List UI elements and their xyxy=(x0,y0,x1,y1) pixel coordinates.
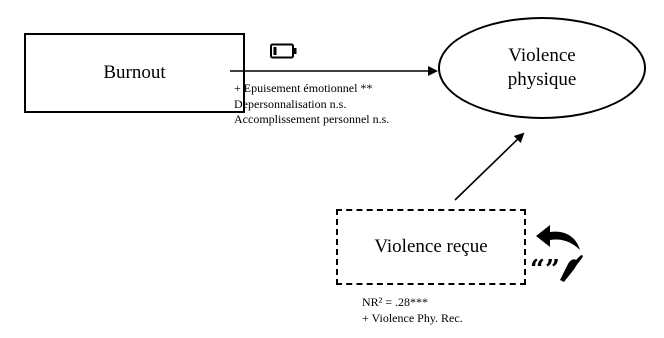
burnout-effects: + Epuisement émotionnel ** Depersonnalis… xyxy=(234,81,389,128)
node-violence-physique-label-line2: physique xyxy=(507,69,577,90)
node-violence-physique: Violence physique xyxy=(438,17,646,119)
reciprocity-hand-quote-icon: “” xyxy=(530,225,583,284)
node-burnout: Burnout xyxy=(24,33,245,113)
stat-nr2: NR² = .28*** xyxy=(362,295,429,309)
node-burnout-label: Burnout xyxy=(103,62,166,83)
node-violence-recue: Violence reçue xyxy=(336,209,526,285)
quote-marks-icon: “” xyxy=(530,255,560,284)
arrow-violence-recue-to-violence-physique xyxy=(454,132,525,201)
node-violence-recue-label: Violence reçue xyxy=(374,236,488,257)
stat-violence-phy-rec: + Violence Phy. Rec. xyxy=(362,310,463,325)
effect-epuisement: + Epuisement émotionnel ** xyxy=(234,81,373,95)
node-violence-physique-label-line1: Violence xyxy=(508,45,576,66)
curved-arrow-icon xyxy=(536,225,580,250)
low-battery-icon xyxy=(270,43,297,59)
hand-icon xyxy=(560,255,583,282)
effect-accomplissement: Accomplissement personnel n.s. xyxy=(234,112,390,126)
violence-recue-stats: NR² = .28*** + Violence Phy. Rec. xyxy=(362,295,463,326)
effect-depersonnalisation: Depersonnalisation n.s. xyxy=(234,96,347,111)
